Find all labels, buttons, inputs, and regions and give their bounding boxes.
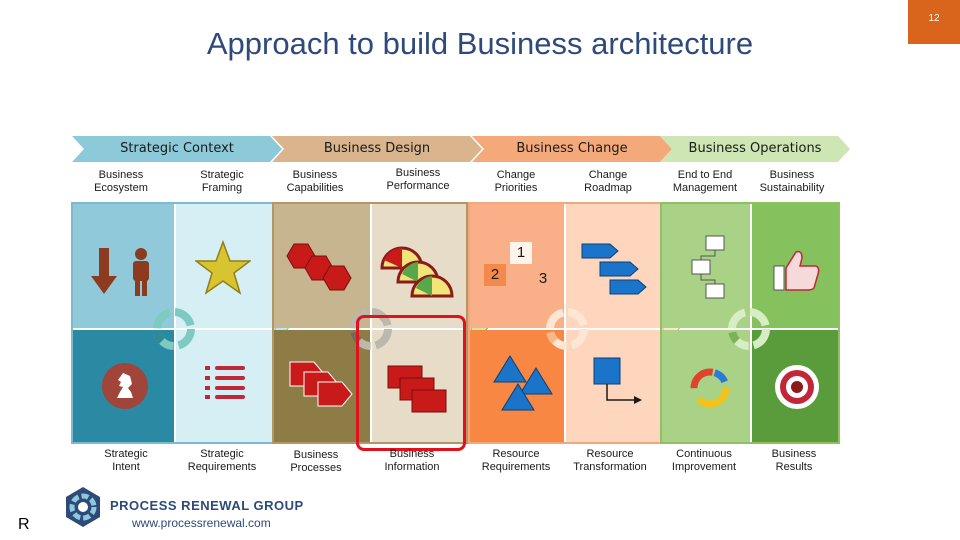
phase-chevron-business-change: Business Change bbox=[472, 136, 672, 162]
phase-chevron-business-design: Business Design bbox=[272, 136, 482, 162]
arrow-person-icon bbox=[91, 248, 149, 296]
pie-icons bbox=[380, 246, 454, 298]
star-icon bbox=[195, 240, 251, 295]
company-name: PROCESS RENEWAL GROUP bbox=[110, 498, 304, 513]
flow-icon bbox=[593, 357, 642, 404]
cycle-icon bbox=[728, 308, 770, 350]
panel-business-operations bbox=[660, 202, 840, 444]
panel-strategic-context bbox=[71, 202, 274, 444]
page-number: 12 bbox=[908, 0, 960, 44]
phase-label: Business Design bbox=[323, 141, 431, 156]
thumbs-up-icon bbox=[773, 250, 820, 291]
cycle-icon bbox=[350, 308, 392, 350]
slide-title: Approach to build Business architecture bbox=[206, 26, 754, 61]
target-icon bbox=[775, 365, 819, 409]
company-url[interactable]: www.processrenewal.com bbox=[132, 516, 271, 530]
phase-label: Business Operations bbox=[688, 141, 822, 156]
phase-label: Business Change bbox=[516, 141, 628, 156]
panel-business-change: 1 2 3 bbox=[468, 202, 662, 444]
priority-number-3: 3 bbox=[538, 270, 548, 287]
list-icon bbox=[205, 366, 245, 399]
phase-chevron-strategic-context: Strategic Context bbox=[72, 136, 282, 162]
phase-chevron-business-operations: Business Operations bbox=[660, 136, 850, 162]
hexagons-icon bbox=[286, 243, 352, 291]
highlight-frame-business-information bbox=[356, 315, 466, 451]
company-logo-icon bbox=[66, 487, 100, 527]
pentagon-arrows-icon bbox=[289, 361, 353, 407]
documents-icon bbox=[387, 365, 447, 413]
cycle-icon bbox=[546, 308, 588, 350]
cycle-icon bbox=[153, 308, 195, 350]
triangles-icon bbox=[493, 355, 553, 411]
refresh-icon bbox=[690, 368, 730, 408]
phase-label: Strategic Context bbox=[120, 141, 234, 156]
knight-icon bbox=[102, 363, 148, 409]
priority-number-2: 2 bbox=[484, 264, 506, 286]
checkbox-icon bbox=[691, 235, 725, 299]
gantt-icon bbox=[581, 243, 647, 295]
panel-business-design bbox=[272, 202, 468, 444]
priority-number-1: 1 bbox=[510, 242, 532, 264]
slide-mark: R bbox=[18, 516, 30, 533]
